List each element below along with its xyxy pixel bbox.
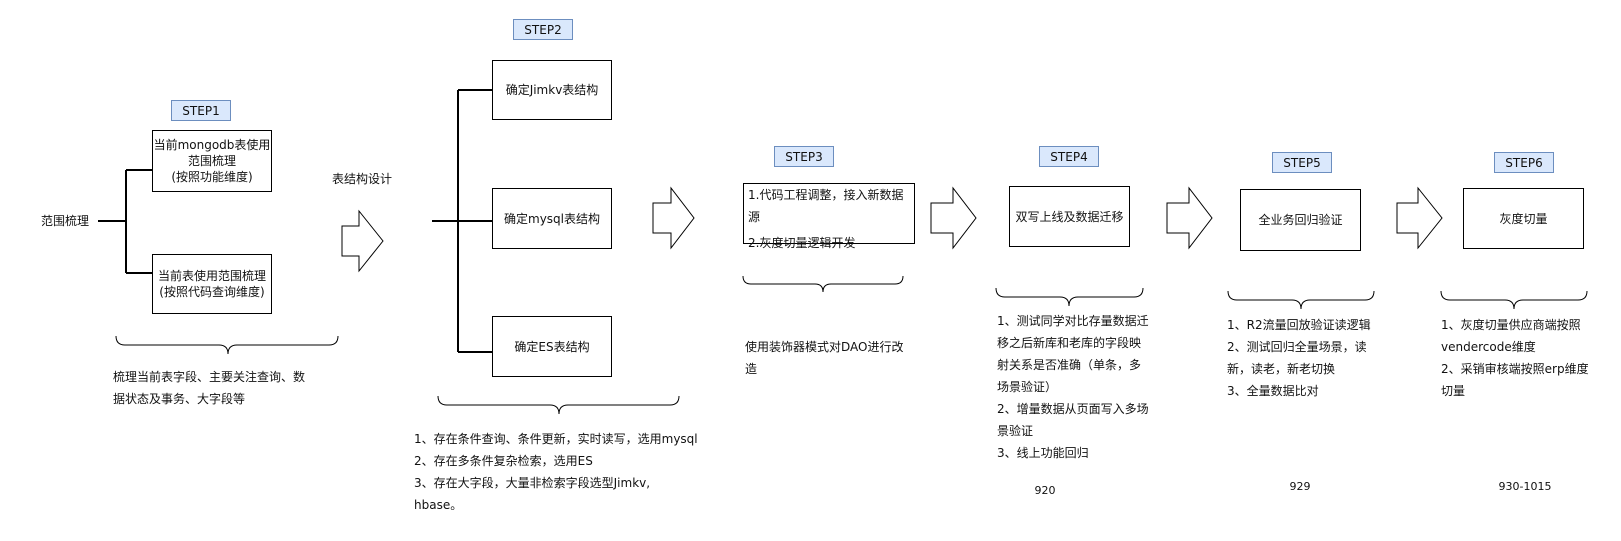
gray-switch-box: 灰度切量 (1463, 188, 1584, 249)
mongodb-usage-box: 当前mongodb表使用 范围梳理 (按照功能维度) (152, 130, 272, 192)
stage4-date: 920 (1034, 484, 1056, 497)
code-adjust-line1: 1.代码工程调整，接入新数据源 (748, 188, 904, 224)
code-query-usage-box: 当前表使用范围梳理 (按照代码查询维度) (152, 254, 272, 314)
es-table-box: 确定ES表结构 (492, 316, 612, 377)
stage1-note: 梳理当前表字段、主要关注查询、数 据状态及事务、大字段等 (113, 370, 306, 406)
stage6-date: 930-1015 (1498, 480, 1552, 493)
stage3-note: 使用装饰器模式对DAO进行改 造 (745, 340, 904, 376)
stage4-note: 1、测试同学对比存量数据迁 移之后新库和老库的字段映 射关系是否准确（单条，多 … (997, 314, 1149, 460)
step3-label: STEP3 (774, 146, 834, 167)
stage5-date: 929 (1289, 480, 1311, 493)
step5-label: STEP5 (1272, 152, 1332, 173)
mysql-table-box: 确定mysql表结构 (492, 188, 612, 249)
jimkv-table-box: 确定Jimkv表结构 (492, 60, 612, 120)
stage2-note: 1、存在条件查询、条件更新，实时读写，选用mysql 2、存在多条件复杂检索，选… (414, 432, 698, 512)
step6-label: STEP6 (1494, 152, 1554, 173)
step1-label: STEP1 (171, 100, 231, 121)
step4-label: STEP4 (1039, 146, 1099, 167)
code-adjust-line2: 2.灰度切量逻辑开发 (748, 236, 856, 250)
code-adjust-box: 1.代码工程调整，接入新数据源 2.灰度切量逻辑开发 (743, 183, 915, 250)
stage5-note: 1、R2流量回放验证读逻辑 2、测试回归全量场景，读 新，读老，新老切换 3、全… (1227, 318, 1371, 398)
stage6-note: 1、灰度切量供应商端按照 vendercode维度 2、采销审核端按照erp维度… (1441, 318, 1589, 398)
scope-review-root: 范围梳理 (41, 214, 90, 228)
regression-box: 全业务回归验证 (1240, 189, 1361, 251)
step2-label: STEP2 (513, 19, 573, 40)
dual-write-box: 双写上线及数据迁移 (1009, 186, 1130, 247)
table-design-root: 表结构设计 (332, 172, 393, 186)
